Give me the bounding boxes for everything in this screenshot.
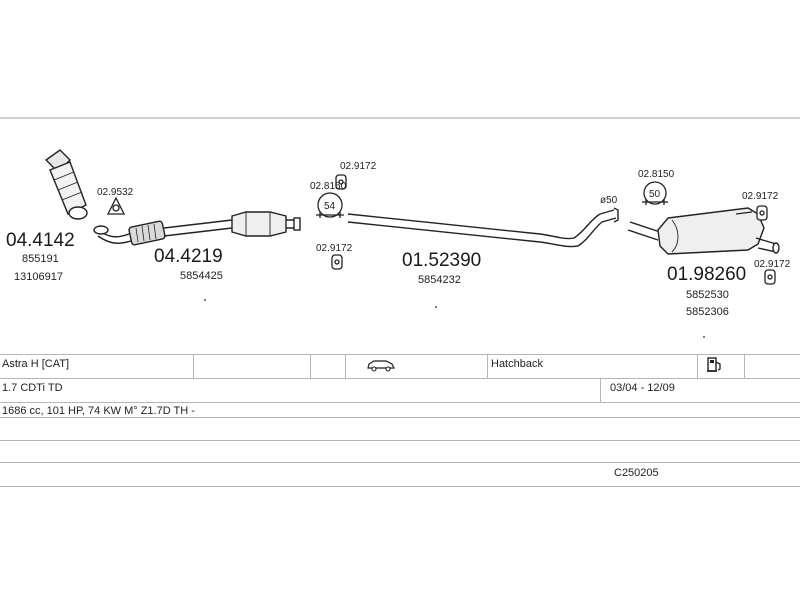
diameter-mark: ø50 xyxy=(600,195,618,206)
table-divider xyxy=(744,354,745,378)
table-rule-bottom xyxy=(0,486,800,487)
hanger-mid-bottom-code: 02.9172 xyxy=(316,243,353,254)
table-divider xyxy=(345,354,346,378)
table-divider xyxy=(697,354,698,378)
table-divider xyxy=(600,378,601,402)
clamp-rear-size: 50 xyxy=(649,189,661,200)
hanger-rear-top-code: 02.9172 xyxy=(742,191,779,202)
rear-silencer-part xyxy=(627,207,780,255)
fuel-pump-icon xyxy=(706,356,724,378)
production-cell: 03/04 - 12/09 xyxy=(610,382,675,394)
table-divider xyxy=(310,354,311,378)
hanger-mid-top-code: 02.9172 xyxy=(340,161,377,172)
engine-cell: 1.7 CDTi TD xyxy=(2,382,63,394)
rear-silencer-ref-2: 5852306 xyxy=(686,306,729,318)
hanger-rear-bottom-part xyxy=(764,269,776,285)
model-cell: Astra H [CAT] xyxy=(2,358,70,370)
table-rule-4 xyxy=(0,417,800,418)
table-rule-3 xyxy=(0,402,800,403)
hanger-rear-bottom-code: 02.9172 xyxy=(754,259,791,270)
middle-pipe-code: 01.52390 xyxy=(402,250,481,271)
table-rule-2 xyxy=(0,378,800,379)
hanger-mid-bottom-part xyxy=(331,254,343,270)
catalyst-ref: 5854425 xyxy=(180,270,223,282)
rear-silencer-code: 01.98260 xyxy=(667,264,746,285)
table-rule-6 xyxy=(0,462,800,463)
front-pipe-part xyxy=(44,149,166,246)
hanger-rear-top-part xyxy=(735,205,768,221)
table-divider xyxy=(193,354,194,378)
middle-pipe-ref: 5854232 xyxy=(418,274,461,286)
catalog-number-cell: C250205 xyxy=(614,467,659,479)
table-rule-5 xyxy=(0,440,800,441)
spec-cell: 1686 cc, 101 HP, 74 KW M° Z1.7D TH - xyxy=(2,405,195,417)
gasket-front-part xyxy=(106,196,126,215)
catalyst-part xyxy=(163,211,301,237)
clamp-mid-size: 54 xyxy=(324,201,336,212)
front-pipe-code: 04.4142 xyxy=(6,230,75,251)
hanger-mid-top-part xyxy=(335,174,347,190)
clamp-mid-code: 02.8150 xyxy=(310,181,347,192)
front-pipe-ref-1: 855191 xyxy=(22,253,59,265)
gasket-front-code: 02.9532 xyxy=(97,187,134,198)
middle-pipe-part xyxy=(347,207,619,248)
body-type-cell: Hatchback xyxy=(491,358,543,370)
clamp-mid-part xyxy=(316,192,344,218)
rear-silencer-ref-1: 5852530 xyxy=(686,289,729,301)
catalyst-code: 04.4219 xyxy=(154,246,223,267)
clamp-rear-code: 02.8150 xyxy=(638,169,675,180)
car-icon xyxy=(366,358,396,376)
table-rule-top xyxy=(0,354,800,355)
front-pipe-ref-2: 13106917 xyxy=(14,271,63,283)
clamp-rear-part xyxy=(642,181,668,205)
table-divider xyxy=(487,354,488,378)
